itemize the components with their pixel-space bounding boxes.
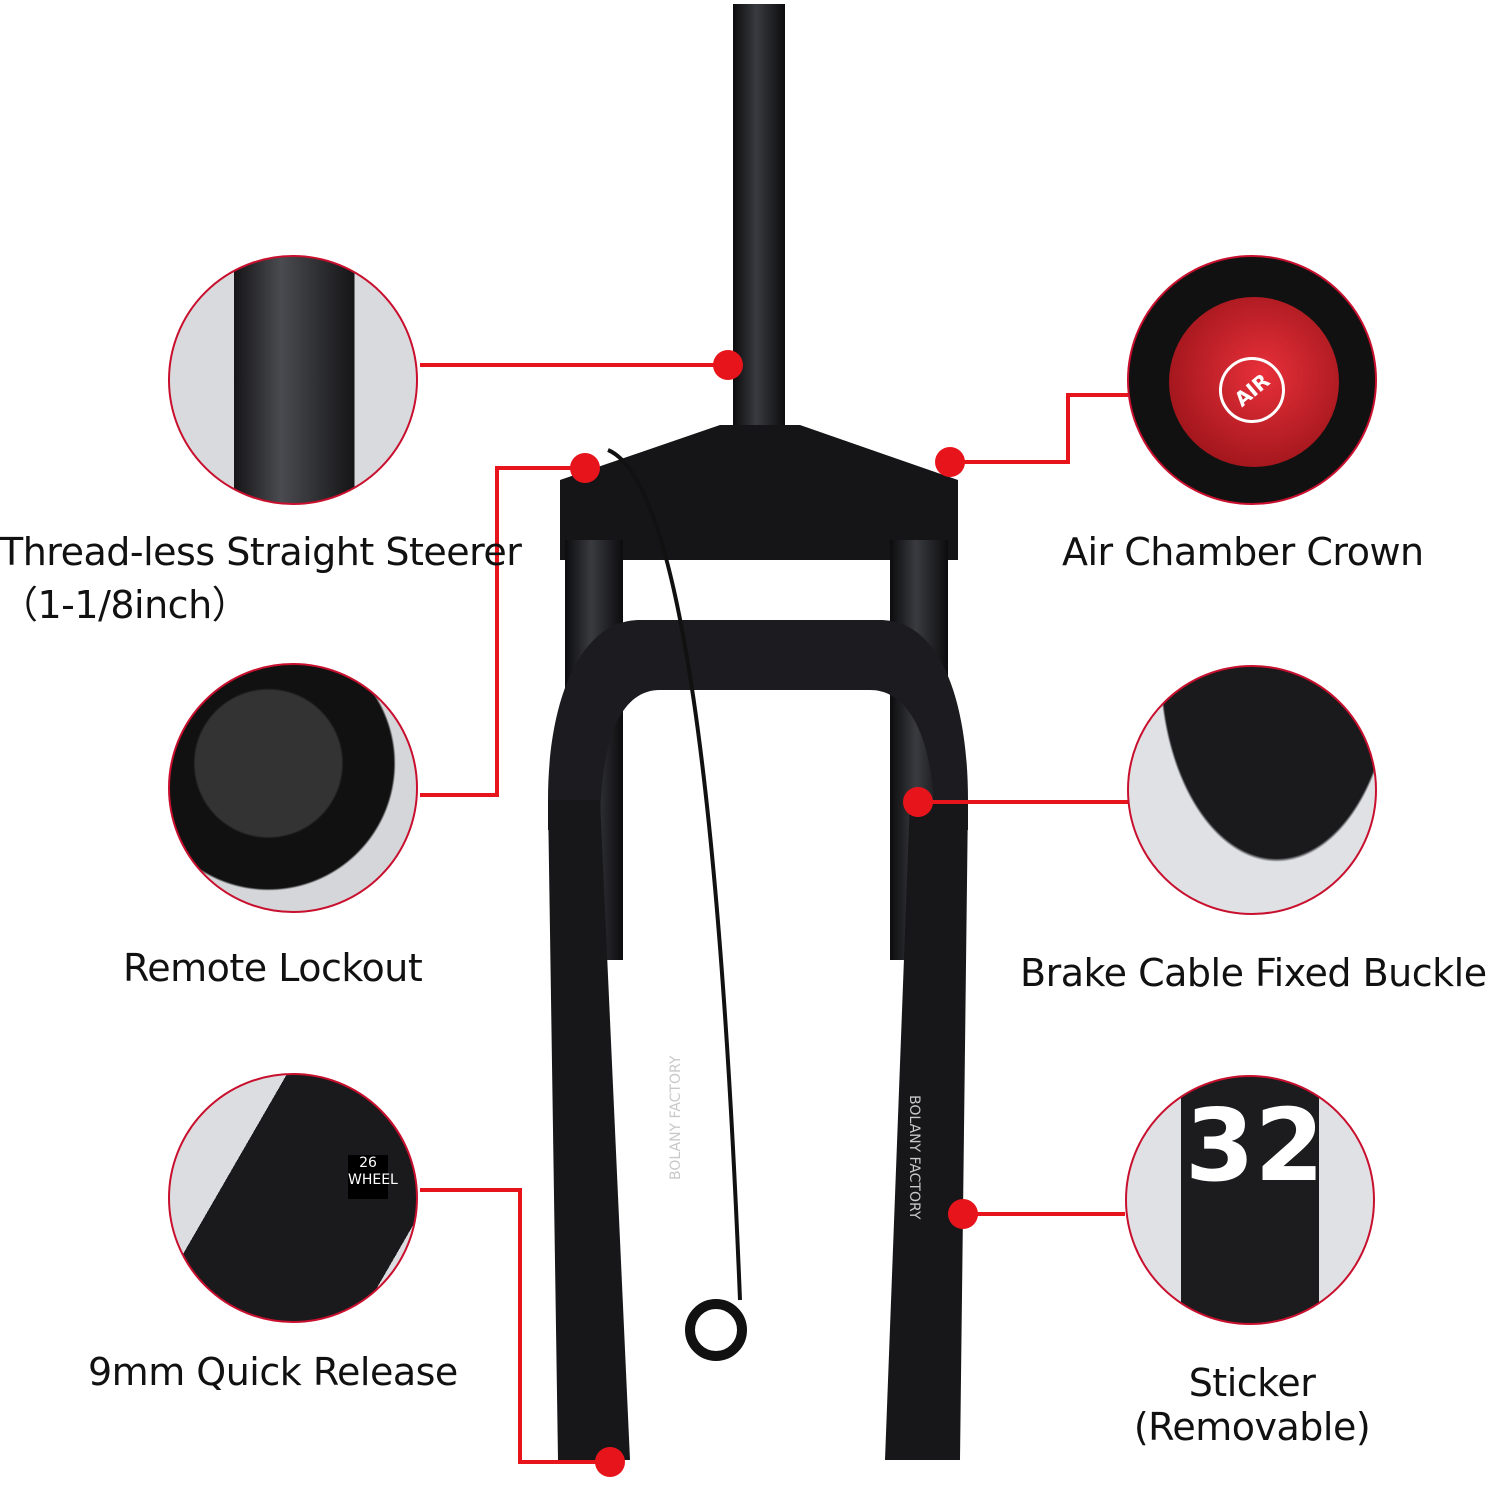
- detail-steerer: [168, 255, 418, 505]
- callout-dot-air: [935, 447, 965, 477]
- sublabel-steerer: （1-1/8inch）: [0, 583, 250, 627]
- label-air-crown: Air Chamber Crown: [1062, 530, 1424, 574]
- sticker-number: 32: [1185, 1087, 1325, 1204]
- detail-brake-buckle: [1127, 665, 1377, 915]
- left-lower-leg: [548, 800, 630, 1460]
- label-sticker: Sticker: [1188, 1361, 1316, 1405]
- callout-dot-quick-release: [595, 1447, 625, 1477]
- detail-air-crown: AIR: [1127, 255, 1377, 505]
- wheel-size-badge: 26 WHEEL: [348, 1155, 398, 1199]
- callout-dot-brake: [903, 787, 933, 817]
- sublabel-sticker: (Removable): [1133, 1405, 1371, 1449]
- air-cap: AIR: [1169, 297, 1339, 467]
- detail-quick-release: 26 WHEEL: [168, 1073, 418, 1323]
- label-quick-release: 9mm Quick Release: [88, 1350, 458, 1394]
- detail-sticker: 32: [1125, 1075, 1375, 1325]
- callout-dot-steerer: [713, 350, 743, 380]
- label-remote-lockout: Remote Lockout: [123, 946, 423, 990]
- right-leg-marking: BOLANY FACTORY: [906, 1095, 922, 1220]
- fork-crown: [560, 425, 958, 560]
- detail-remote-lockout: [168, 663, 418, 913]
- label-brake-buckle: Brake Cable Fixed Buckle: [1020, 951, 1487, 995]
- callout-dot-sticker: [948, 1199, 978, 1229]
- fork-arch: [548, 620, 968, 830]
- right-lower-leg: [885, 800, 968, 1460]
- left-leg-marking: BOLANY FACTORY: [668, 1055, 684, 1180]
- label-steerer: Thread-less Straight Steerer: [0, 530, 522, 574]
- remote-cable: [607, 448, 742, 1301]
- remote-lever: [685, 1299, 747, 1361]
- callout-dot-remote: [570, 453, 600, 483]
- air-label: AIR: [1205, 343, 1299, 437]
